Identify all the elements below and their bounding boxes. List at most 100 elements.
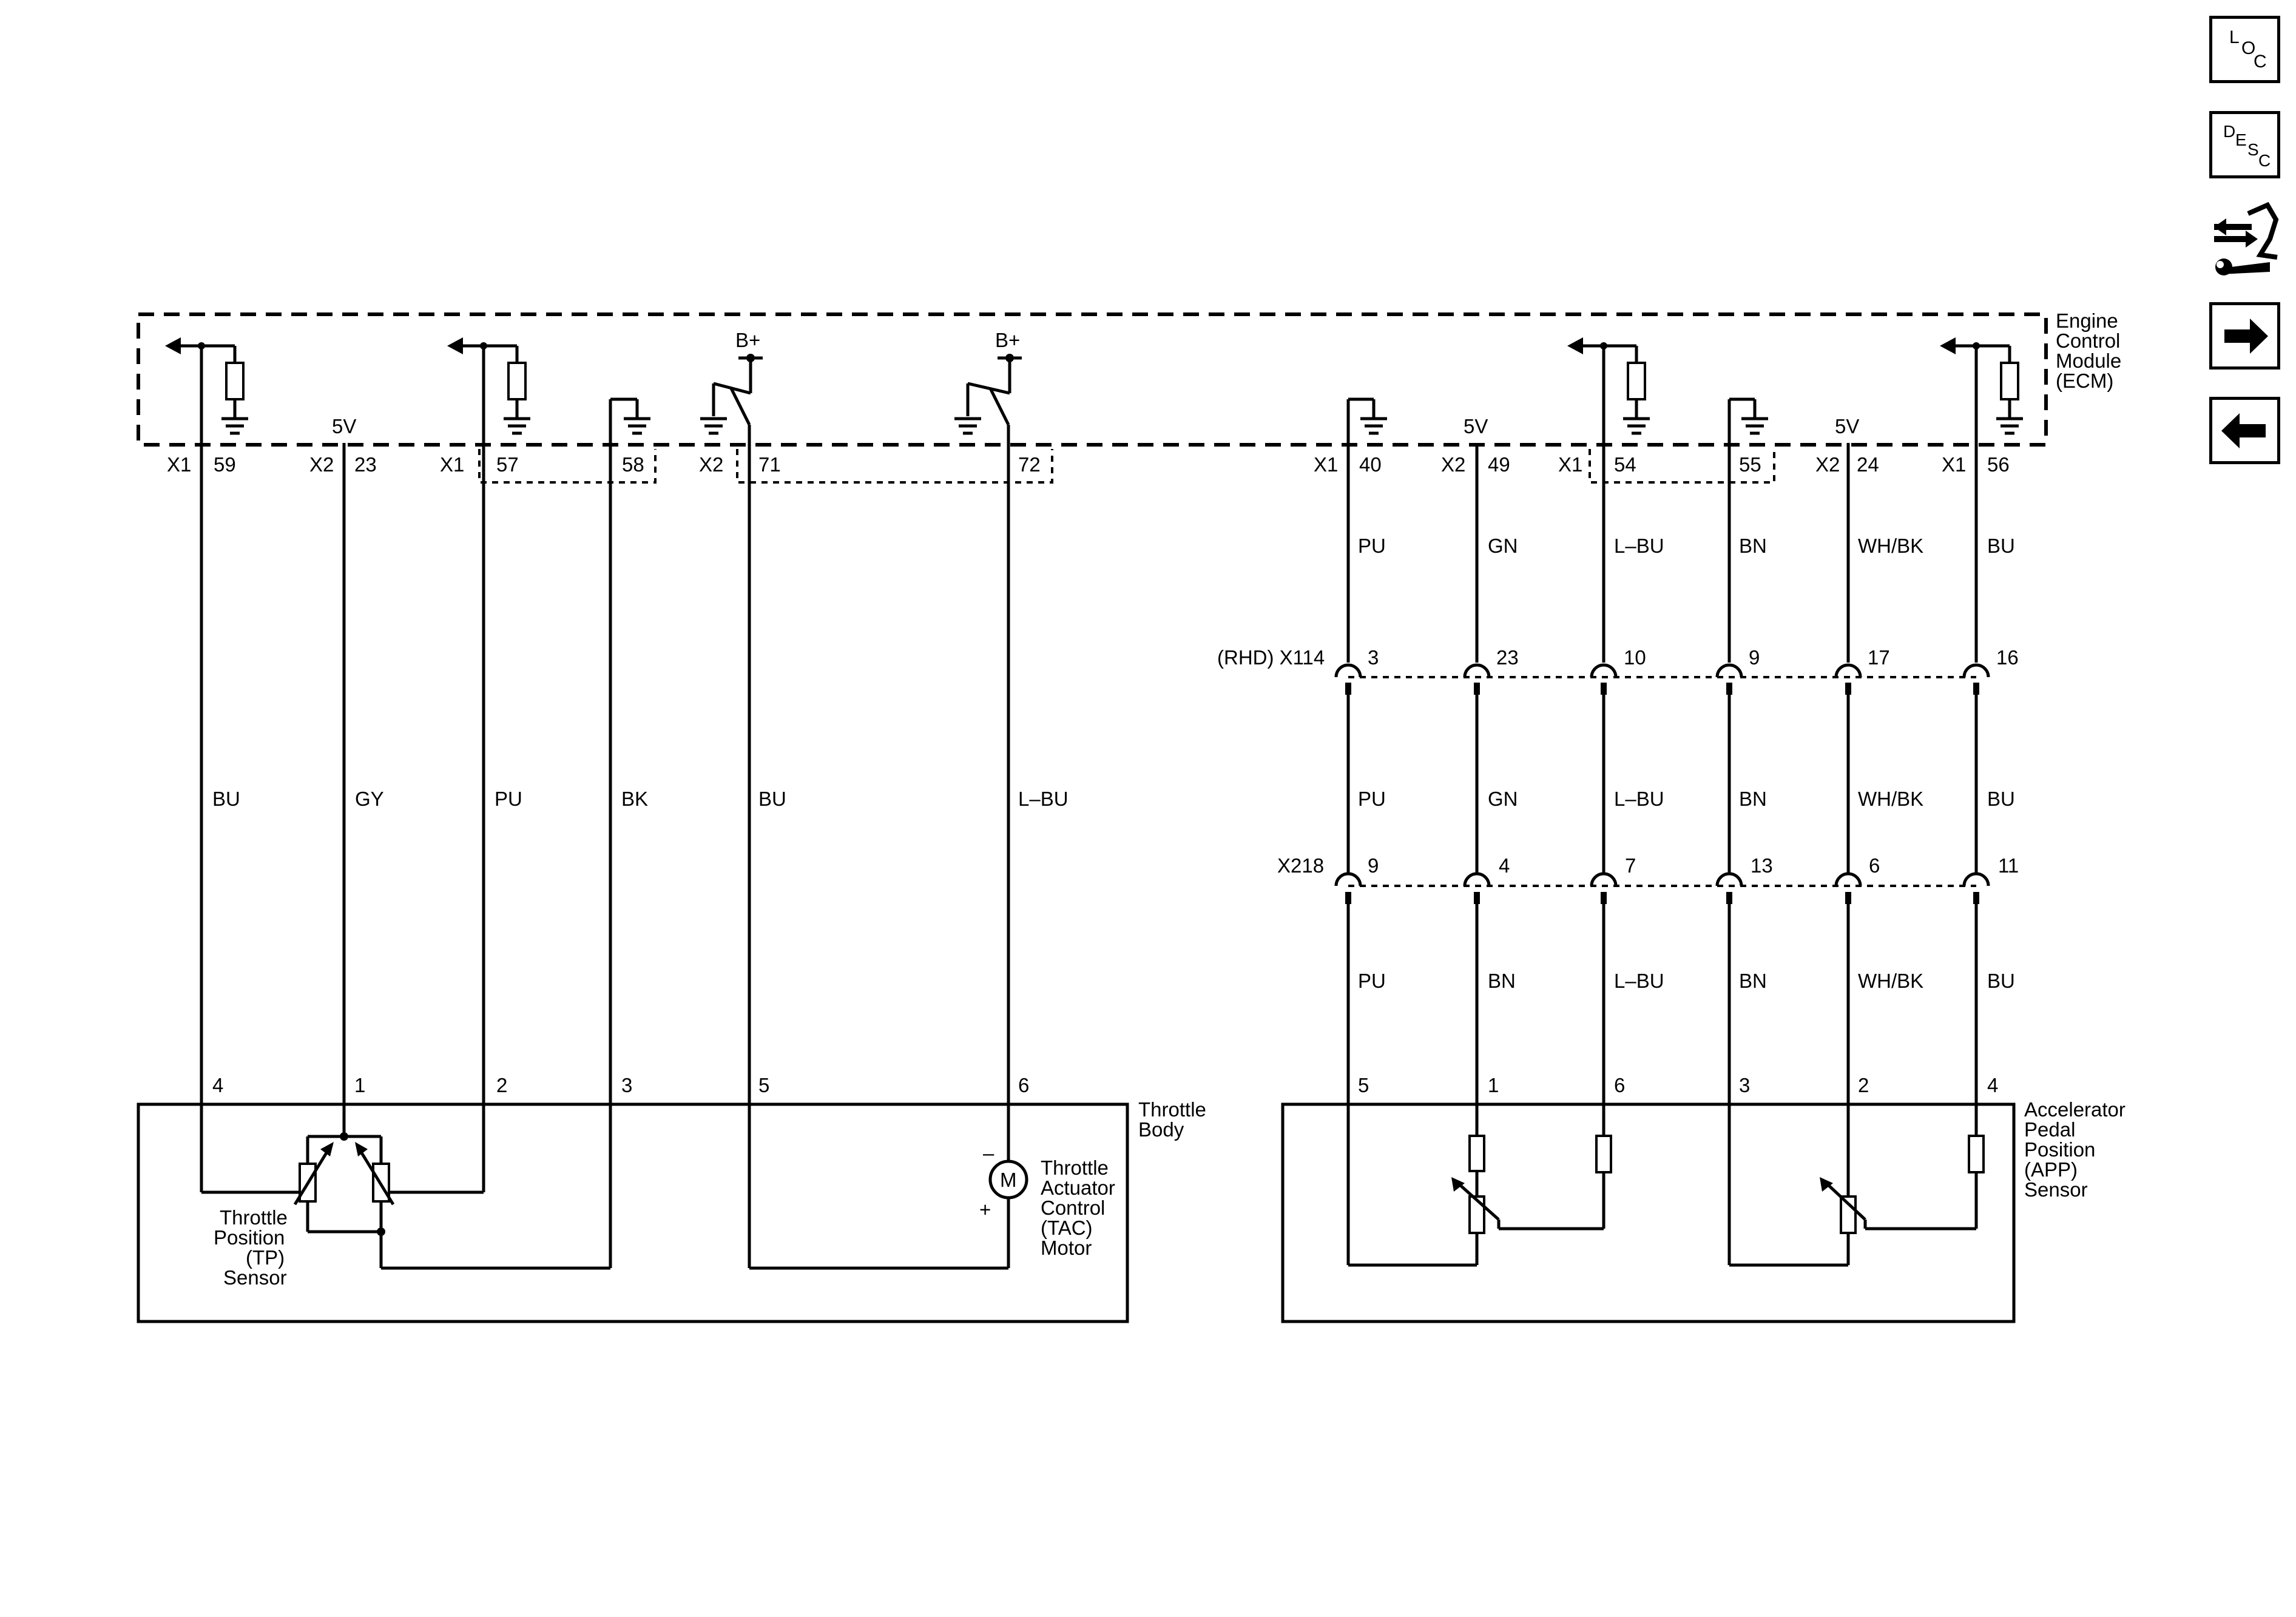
svg-text:17: 17 [1868, 646, 1890, 669]
svg-text:L: L [2229, 27, 2240, 47]
svg-text:X2: X2 [1815, 453, 1840, 476]
svg-text:PU: PU [1358, 970, 1386, 992]
svg-text:O: O [2241, 38, 2255, 58]
svg-text:49: 49 [1488, 453, 1510, 476]
svg-text:13: 13 [1751, 854, 1773, 877]
svg-text:WH/BK: WH/BK [1858, 788, 1923, 810]
svg-text:71: 71 [758, 453, 781, 476]
svg-text:2: 2 [496, 1074, 507, 1096]
throttle-body: Throttle Body 4 1 2 3 5 6 [137, 1074, 1206, 1323]
svg-text:X1: X1 [1558, 453, 1582, 476]
svg-text:6: 6 [1869, 854, 1880, 877]
svg-text:5V: 5V [332, 415, 356, 437]
svg-text:5: 5 [1358, 1074, 1369, 1096]
ecm-signal-circuit-59 [165, 337, 248, 449]
svg-text:56: 56 [1987, 453, 2010, 476]
svg-text:GN: GN [1488, 788, 1518, 810]
svg-text:6: 6 [1614, 1074, 1625, 1096]
svg-text:E: E [2235, 130, 2247, 149]
svg-text:X2: X2 [1441, 453, 1465, 476]
svg-text:3: 3 [1368, 646, 1379, 669]
app-sensor: Accelerator Pedal Position (APP) Sensor … [1281, 1074, 2125, 1323]
svg-text:23: 23 [354, 453, 377, 476]
svg-text:X1: X1 [1942, 453, 1966, 476]
ecm-signal-circuit-57 [447, 337, 530, 449]
next-page-button[interactable] [2209, 302, 2280, 370]
connector-wrench-button[interactable] [2209, 201, 2280, 280]
ecm-low-reference-58 [609, 397, 650, 449]
svg-text:1: 1 [354, 1074, 365, 1096]
svg-text:9: 9 [1749, 646, 1760, 669]
svg-text:B+: B+ [735, 329, 760, 351]
svg-text:23: 23 [1496, 646, 1519, 669]
svg-text:(RHD) X114: (RHD) X114 [1217, 646, 1325, 669]
svg-text:L–BU: L–BU [1614, 788, 1664, 810]
ecm-signal-circuit-56 [1940, 337, 2023, 449]
ecm-low-reference-55 [1727, 397, 1768, 449]
svg-text:L–BU: L–BU [1018, 788, 1069, 810]
location-button[interactable]: L O C [2209, 16, 2280, 83]
loc-icon: L O C [2229, 27, 2267, 72]
svg-text:2: 2 [1858, 1074, 1869, 1096]
svg-text:BN: BN [1739, 970, 1767, 992]
svg-text:BN: BN [1739, 535, 1767, 557]
svg-text:Module: Module [2056, 349, 2121, 372]
svg-text:Accelerator: Accelerator [2024, 1098, 2125, 1121]
svg-text:5V: 5V [1464, 415, 1488, 437]
svg-text:54: 54 [1614, 453, 1636, 476]
svg-text:3: 3 [1739, 1074, 1750, 1096]
svg-text:PU: PU [1358, 788, 1386, 810]
svg-text:Throttle: Throttle [1138, 1098, 1206, 1121]
tac-motor: M – + Throttle Actuator Control (TAC) Mo… [749, 1142, 1115, 1270]
svg-text:BN: BN [1488, 970, 1516, 992]
svg-text:BN: BN [1739, 788, 1767, 810]
svg-text:X1: X1 [167, 453, 191, 476]
ecm-motor-driver-71: B+ [700, 329, 763, 449]
svg-text:16: 16 [1996, 646, 2019, 669]
svg-text:X1: X1 [1314, 453, 1338, 476]
svg-text:(ECM): (ECM) [2056, 370, 2113, 392]
svg-text:–: – [983, 1142, 994, 1164]
svg-text:(APP): (APP) [2024, 1158, 2078, 1181]
svg-text:PU: PU [495, 788, 522, 810]
description-button[interactable]: D E S C [2209, 111, 2280, 178]
svg-text:58: 58 [622, 453, 644, 476]
svg-text:L–BU: L–BU [1614, 970, 1664, 992]
ecm-connector-groups [478, 449, 1775, 484]
svg-text:M: M [1000, 1169, 1017, 1191]
svg-text:5: 5 [758, 1074, 769, 1096]
tp-sensor: Throttle Position (TP) Sensor [201, 1132, 610, 1289]
connector-x114: (RHD) X114 3 23 10 9 17 16 [1217, 646, 2019, 695]
ecm-motor-driver-72: B+ [954, 329, 1022, 449]
svg-text:L–BU: L–BU [1614, 535, 1664, 557]
svg-text:D: D [2223, 122, 2235, 141]
svg-text:57: 57 [496, 453, 519, 476]
ecm-low-reference-40 [1346, 397, 1387, 449]
svg-text:WH/BK: WH/BK [1858, 535, 1923, 557]
svg-text:C: C [2254, 52, 2267, 72]
svg-text:6: 6 [1018, 1074, 1029, 1096]
svg-text:(TAC): (TAC) [1041, 1217, 1093, 1239]
svg-text:(TP): (TP) [246, 1246, 285, 1269]
svg-text:Actuator: Actuator [1041, 1176, 1115, 1199]
svg-text:BU: BU [1987, 535, 2015, 557]
svg-text:Motor: Motor [1041, 1237, 1092, 1259]
svg-text:Pedal: Pedal [2024, 1118, 2075, 1141]
svg-text:59: 59 [214, 453, 236, 476]
svg-text:5V: 5V [1835, 415, 1859, 437]
svg-text:4: 4 [1987, 1074, 1998, 1096]
ecm-5v-labels: 5V 5V 5V [332, 415, 1859, 437]
svg-text:BK: BK [621, 788, 648, 810]
svg-text:GN: GN [1488, 535, 1518, 557]
svg-text:40: 40 [1359, 453, 1382, 476]
svg-text:Throttle: Throttle [1041, 1156, 1109, 1179]
svg-text:X1: X1 [440, 453, 464, 476]
svg-text:Sensor: Sensor [2024, 1178, 2088, 1201]
svg-text:WH/BK: WH/BK [1858, 970, 1923, 992]
svg-text:C: C [2258, 151, 2271, 170]
ecm-label: Engine Control Module (ECM) [2056, 309, 2121, 392]
svg-text:B+: B+ [995, 329, 1020, 351]
connector-x218: X218 9 4 7 13 6 11 [1277, 854, 2019, 904]
svg-text:24: 24 [1857, 453, 1879, 476]
previous-page-button[interactable] [2209, 397, 2280, 464]
